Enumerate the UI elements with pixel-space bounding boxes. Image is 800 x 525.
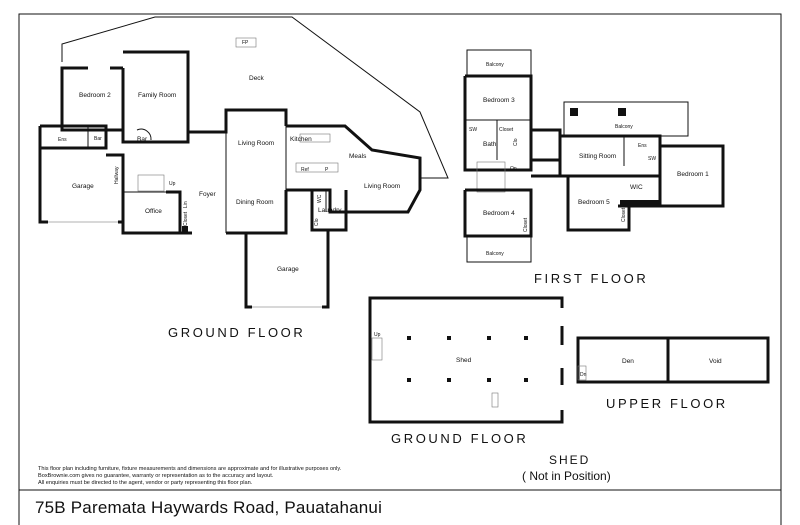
room-label: Closet	[499, 127, 514, 133]
room-label: Meals	[349, 153, 367, 160]
kitchen-bench	[299, 133, 331, 143]
shed-stairs	[371, 337, 383, 361]
property-address: 75B Paremata Haywards Road, Pauatahanui	[35, 498, 382, 517]
room-label: Ens	[58, 137, 67, 143]
room-label: Ens	[638, 143, 647, 149]
ensuite-walls	[38, 124, 108, 150]
living-room-walls	[186, 108, 288, 142]
room-label: Bath	[483, 141, 497, 148]
shed-upper-plan	[576, 336, 770, 384]
room-label: Bedroom 1	[677, 171, 709, 178]
room-label: Dining Room	[236, 199, 274, 206]
first-floor-title: FIRST FLOOR	[534, 271, 648, 286]
deck-outline	[61, 16, 449, 179]
room-label: SW	[648, 156, 656, 162]
room-label: Laundry	[318, 207, 342, 214]
balcony-right	[563, 101, 689, 137]
ground-floor-plan	[38, 16, 449, 309]
page-border	[18, 13, 782, 525]
room-label: SW	[469, 127, 477, 133]
room-label: Closet	[183, 211, 189, 226]
room-label: Living Room	[238, 140, 274, 147]
disclaimer-line: This floor plan including furniture, fix…	[38, 466, 342, 472]
room-label: Bedroom 4	[483, 210, 515, 217]
room-label: Closet	[621, 207, 627, 222]
bedroom2-walls	[60, 66, 125, 132]
room-label: Garage	[277, 266, 299, 273]
room-label: Dn	[580, 372, 587, 378]
room-label: WIC	[630, 184, 643, 191]
disclaimer-line: All enquiries must be directed to the ag…	[38, 480, 253, 486]
shed-ground-floor-title: GROUND FLOOR	[391, 431, 528, 446]
shed-note: ( Not in Position)	[522, 469, 611, 483]
first-floor-labels: Balcony Bedroom 3 Bath Closet SW Clo On …	[469, 62, 709, 257]
stairs-ground	[137, 174, 165, 192]
room-label: Clo	[314, 218, 320, 226]
room-label: Ref	[301, 167, 309, 173]
room-label: Void	[709, 358, 722, 365]
bedroom3-walls	[463, 74, 533, 172]
shed-upper-floor-title: UPPER FLOOR	[606, 396, 728, 411]
room-label: Den	[622, 358, 634, 365]
room-label: Kitchen	[290, 136, 312, 143]
room-label: Family Room	[138, 92, 176, 99]
room-label: P	[325, 167, 329, 173]
first-floor-plan	[463, 49, 725, 263]
room-label: Bar	[137, 136, 148, 143]
fireplace	[235, 37, 257, 48]
room-label: Foyer	[199, 191, 216, 198]
room-label: Bedroom 5	[578, 199, 610, 206]
room-label: Bedroom 3	[483, 97, 515, 104]
room-label: Hallway	[114, 166, 120, 184]
ground-floor-labels: Bedroom 2 Family Room Deck FP Ens Bar Ba…	[58, 40, 400, 273]
disclaimer-line: BoxBrownie.com gives no guarantee, warra…	[38, 473, 274, 479]
kitchen-living-walls	[286, 124, 422, 214]
room-label: Balcony	[615, 124, 633, 130]
room-label: Bedroom 2	[79, 92, 111, 99]
stairs-first	[476, 161, 506, 193]
room-label: Closet	[523, 217, 529, 232]
room-label: WC	[317, 194, 323, 203]
dining-room-walls	[226, 190, 288, 235]
shed-label: SHED	[549, 453, 590, 467]
room-label: Balcony	[486, 62, 504, 68]
room-label: Lin	[183, 201, 189, 208]
bar-counter	[136, 128, 152, 141]
room-label: Sitting Room	[579, 153, 616, 160]
room-label: Clo	[513, 138, 519, 146]
meter-box	[182, 226, 188, 233]
balcony-bottom	[466, 235, 532, 263]
kitchen-island	[295, 162, 339, 173]
room-label: Garage	[72, 183, 94, 190]
shed-ground-plan	[368, 296, 564, 424]
room-label: Living Room	[364, 183, 400, 190]
room-label: Deck	[249, 75, 265, 82]
room-label: Up	[169, 181, 176, 187]
ground-floor-title: GROUND FLOOR	[168, 325, 305, 340]
room-label: Shed	[456, 357, 472, 364]
room-label: FP	[242, 40, 249, 46]
room-label: Office	[145, 208, 162, 215]
void-walls	[666, 336, 770, 384]
room-label: Bar	[94, 136, 102, 142]
room-label: Up	[374, 332, 381, 338]
office-walls	[121, 155, 182, 235]
room-label: Balcony	[486, 251, 504, 257]
room-label: On	[510, 166, 517, 172]
